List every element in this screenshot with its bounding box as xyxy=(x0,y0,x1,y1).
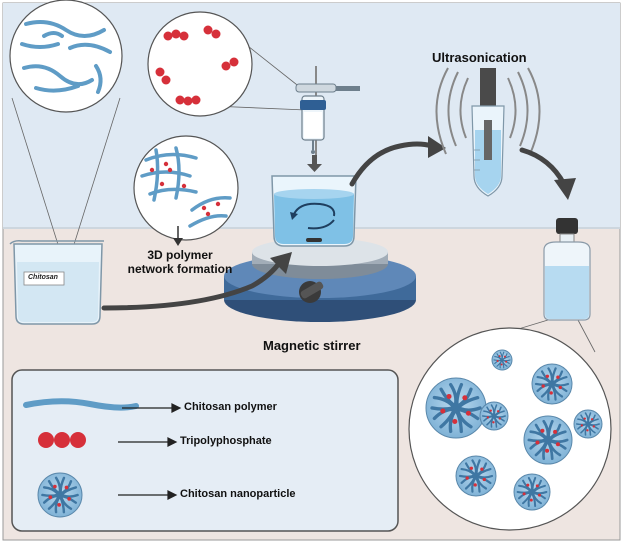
legend-label-polymer: Chitosan polymer xyxy=(184,401,277,413)
nanoparticle-3 xyxy=(531,363,573,405)
tpp-beads-icon xyxy=(38,432,86,448)
network-pointer-arrow xyxy=(173,226,183,246)
nanoparticle-7 xyxy=(513,473,551,511)
legend-label-tpp: Tripolyphosphate xyxy=(180,435,272,447)
network-formation-label: 3D polymer network formation xyxy=(120,248,240,276)
nanoparticle-8 xyxy=(491,349,513,371)
product-bottle xyxy=(543,218,591,321)
drop-arrow xyxy=(307,155,322,172)
burette xyxy=(295,66,360,160)
magnetic-stirrer xyxy=(224,238,416,322)
network-label-line1: 3D polymer xyxy=(147,248,213,262)
network-label-line2: network formation xyxy=(127,262,233,276)
ultrasonication-label: Ultrasonication xyxy=(432,50,527,65)
arrow-to-stirrer xyxy=(101,252,292,311)
nanoparticle-6 xyxy=(455,455,497,497)
arrow-to-bottle xyxy=(519,147,576,200)
stirring-beaker xyxy=(271,175,357,247)
nanoparticle-cluster xyxy=(425,349,603,511)
nanoparticle-2 xyxy=(479,401,509,431)
arrow-to-ultrasonication xyxy=(349,136,446,187)
nanoparticle-1 xyxy=(425,377,487,439)
nanoparticle-zoom-circle xyxy=(408,327,612,531)
ultrasonication-device xyxy=(435,67,541,197)
nanoparticle-5 xyxy=(573,409,603,439)
nanoparticle-icon xyxy=(37,472,83,518)
chitosan-beaker xyxy=(9,240,104,325)
legend-arrows xyxy=(118,403,182,500)
legend-box xyxy=(11,369,399,532)
network-zoom-circle xyxy=(133,135,239,241)
beaker-tag-label: Chitosan xyxy=(28,274,58,281)
tpp-zoom-circle xyxy=(147,11,253,117)
chitosan-zoom-circle xyxy=(9,0,123,113)
nanoparticle-4 xyxy=(523,415,573,465)
legend-nanoparticle-sphere xyxy=(37,472,83,518)
magnetic-stirrer-label: Magnetic stirrer xyxy=(263,338,361,353)
legend-label-nanoparticle: Chitosan nanoparticle xyxy=(180,488,296,500)
